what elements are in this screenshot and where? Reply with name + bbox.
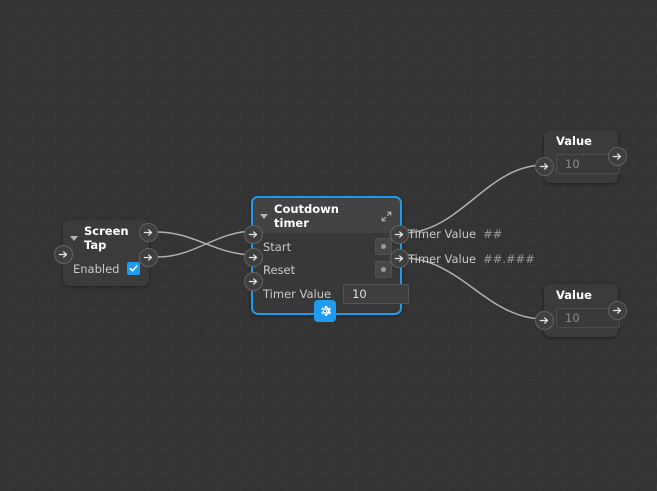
node-value-bottom-title: Value — [556, 288, 592, 302]
node-screen-tap[interactable]: Screen Tap Enabled — [54, 220, 158, 286]
port-in-timer-value[interactable] — [244, 272, 263, 291]
port-out-screen-tap-2[interactable] — [139, 248, 158, 267]
row-start-label: Start — [263, 239, 292, 254]
port-in-start[interactable] — [244, 225, 263, 244]
port-out-timer-value-1[interactable] — [390, 225, 409, 244]
node-countdown-timer-title: Coutdown timer — [274, 202, 339, 230]
check-icon — [130, 265, 138, 272]
row-timer-value: Timer Value 10 — [253, 281, 410, 307]
node-screen-tap-title: Screen Tap — [84, 224, 129, 252]
port-in-value-bottom[interactable] — [535, 311, 554, 330]
row-reset: Reset — [253, 258, 400, 281]
reset-pulse-button[interactable] — [375, 261, 392, 278]
arrow-right-icon — [612, 153, 622, 160]
expand-diagonal-icon[interactable] — [381, 211, 392, 222]
port-in-enabled[interactable] — [54, 245, 73, 264]
start-pulse-button[interactable] — [375, 238, 392, 255]
output-label-2-text: Timer Value — [408, 252, 477, 266]
node-value-bottom-body: 10 — [544, 305, 620, 337]
output-label-1-text: Timer Value — [408, 227, 477, 241]
settings-gear-button[interactable] — [314, 300, 336, 322]
node-screen-tap-body: Enabled — [63, 255, 149, 286]
node-value-bottom[interactable]: Value 10 — [535, 284, 627, 337]
arrow-right-icon — [248, 278, 258, 285]
port-in-reset[interactable] — [244, 248, 263, 267]
node-value-top[interactable]: Value 10 — [535, 130, 627, 183]
port-out-timer-value-2[interactable] — [390, 249, 409, 268]
arrow-right-icon — [539, 163, 549, 170]
arrow-right-icon — [248, 254, 258, 261]
row-reset-label: Reset — [263, 262, 296, 277]
row-enabled-label: Enabled — [73, 261, 120, 276]
output-label-timer-value-2: Timer Value ##.### — [408, 252, 535, 266]
row-value-bottom: 10 — [544, 306, 620, 329]
wire-screentap-reset — [156, 230, 256, 258]
arrow-right-icon — [539, 317, 549, 324]
node-countdown-timer-titlebar[interactable]: Coutdown timer — [253, 198, 400, 233]
node-value-top-titlebar[interactable]: Value — [544, 130, 618, 151]
node-countdown-timer-body: Start Reset Timer Value 10 — [253, 233, 410, 313]
arrow-right-icon — [394, 255, 404, 262]
enabled-checkbox[interactable] — [127, 262, 141, 275]
wire-screentap-start — [156, 231, 256, 256]
port-in-value-top[interactable] — [535, 157, 554, 176]
arrow-right-icon — [248, 231, 258, 238]
wire-output1-value-top — [402, 164, 545, 234]
row-start: Start — [253, 235, 400, 258]
node-screen-tap-titlebar[interactable]: Screen Tap — [63, 220, 149, 255]
arrow-right-icon — [143, 229, 153, 236]
row-enabled: Enabled — [63, 257, 149, 280]
port-out-screen-tap-1[interactable] — [139, 223, 158, 242]
node-value-top-body: 10 — [544, 151, 620, 183]
arrow-right-icon — [58, 251, 68, 258]
wire-output2-value-bottom — [402, 257, 545, 320]
gear-icon — [321, 305, 332, 316]
node-value-bottom-titlebar[interactable]: Value — [544, 284, 618, 305]
arrow-right-icon — [143, 254, 153, 261]
output-label-timer-value-1: Timer Value ## — [408, 227, 502, 241]
port-out-value-bottom[interactable] — [608, 301, 627, 320]
row-timer-value-label: Timer Value — [263, 287, 332, 301]
arrow-right-icon — [612, 307, 622, 314]
node-value-top-title: Value — [556, 134, 592, 148]
node-countdown-timer[interactable]: Coutdown timer Start Reset Timer Valu — [244, 196, 410, 315]
triangle-down-icon[interactable] — [260, 213, 268, 219]
triangle-down-icon[interactable] — [70, 235, 78, 241]
row-value-top: 10 — [544, 152, 620, 175]
output-label-1-format: ## — [483, 227, 503, 241]
value-top-input[interactable]: 10 — [556, 153, 620, 174]
port-out-value-top[interactable] — [608, 147, 627, 166]
timer-value-input[interactable]: 10 — [343, 284, 410, 304]
arrow-right-icon — [394, 231, 404, 238]
output-label-2-format: ##.### — [483, 252, 535, 266]
